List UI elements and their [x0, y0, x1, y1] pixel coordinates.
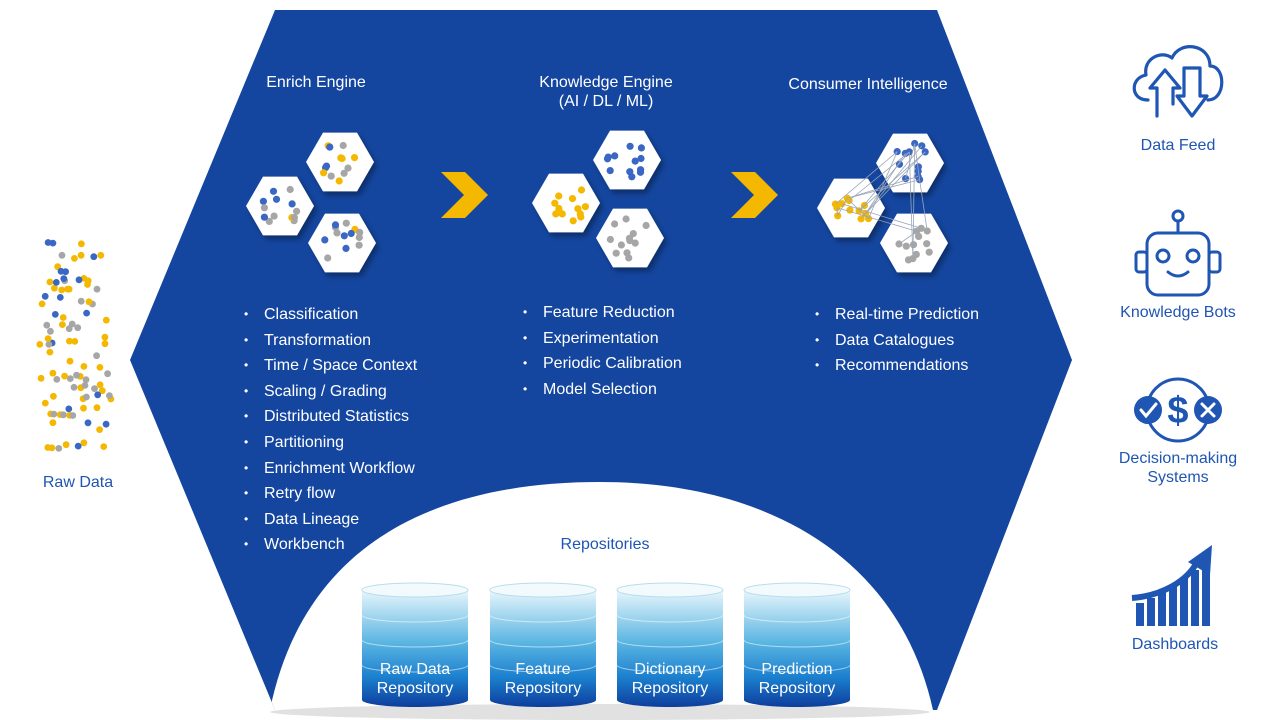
cluster-hexagon: [532, 173, 600, 233]
list-item: Experimentation: [523, 326, 682, 352]
consumer-intelligence-list: Real-time Prediction Data Catalogues Rec…: [815, 302, 979, 379]
list-item: Model Selection: [523, 377, 682, 403]
robot-icon: [1134, 209, 1222, 297]
cloud-sync-icon: [1132, 45, 1224, 118]
list-item: Workbench: [244, 532, 417, 558]
chevron-arrow-1: [441, 172, 488, 218]
enrich-engine-list: Classification Transformation Time / Spa…: [244, 302, 417, 558]
consumer-intelligence-title: Consumer Intelligence: [788, 76, 948, 93]
raw-data-dots: [36, 239, 115, 452]
cluster-hexagon: [880, 213, 948, 273]
dictionary-repository-cylinder: [616, 582, 724, 707]
raw-data-label: Raw Data: [42, 474, 114, 491]
list-item: Scaling / Grading: [244, 379, 417, 405]
knowledge-engine-title: Knowledge Engine (AI / DL / ML): [539, 74, 673, 110]
list-item: Feature Reduction: [523, 300, 682, 326]
list-item: Enrichment Workflow: [244, 456, 417, 482]
list-item: Recommendations: [815, 353, 979, 379]
list-item: Data Catalogues: [815, 328, 979, 354]
repositories-title: Repositories: [560, 536, 650, 553]
dashboards-label: Dashboards: [1131, 636, 1219, 653]
list-item: Retry flow: [244, 481, 417, 507]
list-item: Classification: [244, 302, 417, 328]
chevron-arrow-2: [731, 172, 778, 218]
list-item: Distributed Statistics: [244, 404, 417, 430]
cluster-hexagon: [308, 213, 376, 273]
list-item: Periodic Calibration: [523, 351, 682, 377]
raw-data-repository-cylinder: [361, 582, 469, 707]
list-item: Real-time Prediction: [815, 302, 979, 328]
cluster-hexagon: [306, 132, 374, 192]
list-item: Time / Space Context: [244, 353, 417, 379]
list-item: Transformation: [244, 328, 417, 354]
enrich-engine-title: Enrich Engine: [266, 74, 366, 91]
cluster-hexagon: [596, 208, 664, 268]
list-item: Partitioning: [244, 430, 417, 456]
decision-making-systems-label: Decision-making Systems: [1118, 450, 1238, 486]
knowledge-engine-list: Feature Reduction Experimentation Period…: [523, 300, 682, 402]
data-feed-label: Data Feed: [1140, 137, 1216, 154]
list-item: Data Lineage: [244, 507, 417, 533]
growth-chart-icon: [1131, 545, 1212, 626]
cluster-hexagon: [593, 130, 661, 190]
prediction-repository-cylinder: [743, 582, 851, 707]
knowledge-bots-label: Knowledge Bots: [1120, 304, 1236, 321]
svg-text:$: $: [1167, 390, 1188, 432]
feature-repository-cylinder: [489, 582, 597, 707]
cluster-hexagon: [246, 176, 314, 236]
decision-icon: $: [1134, 377, 1222, 443]
